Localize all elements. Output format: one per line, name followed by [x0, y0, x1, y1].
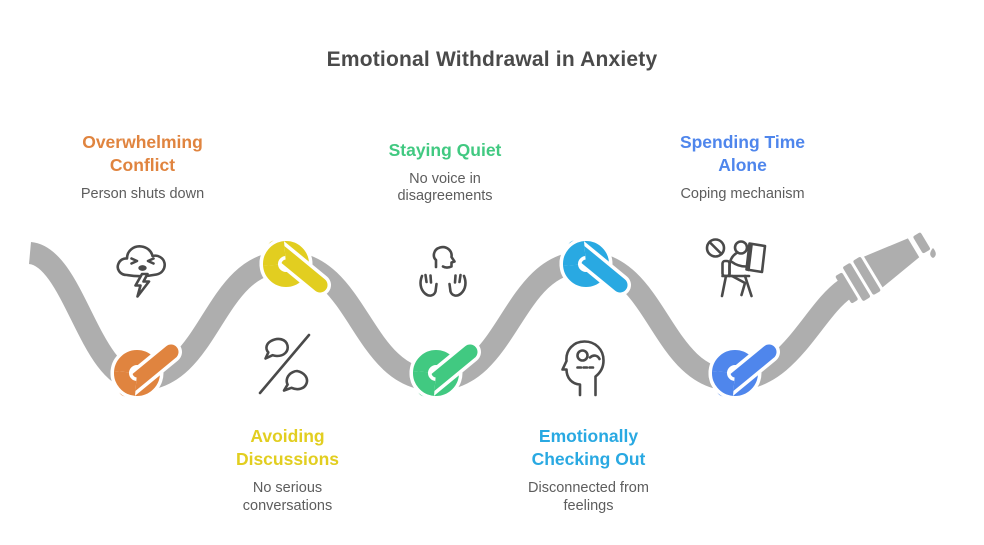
stage-subtitle: Disconnected from feelings [528, 480, 649, 514]
no-conversation-icon [258, 333, 311, 395]
stage-title: Staying Quiet [388, 140, 502, 160]
stage-staying-quiet: Staying Quiet No voice in disagreements [350, 139, 540, 206]
stage-subtitle: No serious conversations [242, 480, 333, 514]
stage-subtitle: No voice in disagreements [397, 171, 493, 205]
stage-spending-time-alone: Spending Time Alone Coping mechanism [640, 131, 845, 204]
rope-knot-emotionally-checking-out [571, 248, 621, 285]
storm-cloud-icon [116, 245, 166, 298]
stage-title: Emotionally Checking Out [531, 426, 646, 470]
quiet-hands-icon [419, 245, 467, 297]
water-drop-icon [930, 248, 936, 258]
stage-subtitle: Person shuts down [80, 186, 205, 203]
stage-title: Overwhelming Conflict [82, 132, 203, 176]
stage-overwhelming-conflict: Overwhelming Conflict Person shuts down [40, 131, 245, 204]
page-title: Emotional Withdrawal in Anxiety [326, 48, 658, 71]
stage-title: Avoiding Discussions [235, 426, 340, 470]
stage-title: Spending Time Alone [679, 132, 806, 176]
stage-emotionally-checking-out: Emotionally Checking Out Disconnected fr… [486, 425, 691, 515]
stage-avoiding-discussions: Avoiding Discussions No serious conversa… [185, 425, 390, 515]
stage-subtitle: Coping mechanism [680, 186, 805, 203]
checked-out-mind-icon [561, 340, 605, 397]
rope-knot-avoiding-discussions [271, 248, 321, 285]
hose-nozzle-icon [835, 232, 930, 304]
reading-alone-icon [705, 238, 767, 298]
